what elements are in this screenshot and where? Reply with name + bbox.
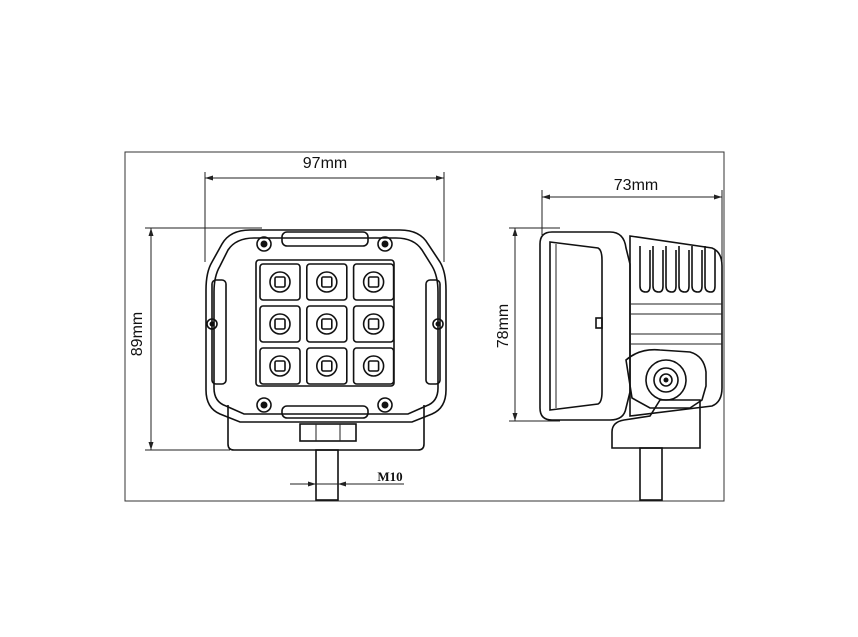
front-screw-bottom-left <box>256 397 272 413</box>
front-height-label: 89mm <box>129 312 146 356</box>
side-bezel <box>539 231 631 421</box>
front-screw-top-left <box>256 236 272 252</box>
drawing-frame <box>124 151 725 502</box>
front-screw-left <box>206 318 218 330</box>
front-screw-right <box>432 318 444 330</box>
side-depth-dimension: 73mm <box>541 177 723 262</box>
led-cell <box>259 263 301 301</box>
led-cell <box>305 305 348 343</box>
front-height-dimension: 89mm <box>129 227 262 451</box>
heatsink-fin <box>704 246 716 293</box>
led-cell <box>259 347 301 385</box>
led-cell <box>305 263 348 301</box>
led-cell <box>259 305 301 343</box>
led-cell <box>352 305 395 343</box>
heatsink-fin <box>691 246 703 293</box>
heatsink-fins <box>639 246 716 293</box>
front-screw-top-right <box>377 236 393 252</box>
led-cell <box>305 347 348 385</box>
front-screw-bottom-right <box>377 397 393 413</box>
side-view: 73mm 78mm <box>495 177 723 501</box>
front-lens <box>255 259 395 387</box>
front-width-dimension: 97mm <box>204 155 445 262</box>
heatsink-fin <box>665 246 677 293</box>
led-grid <box>259 263 395 385</box>
front-view: 97mm 89mm M10 <box>129 155 447 501</box>
led-cell <box>352 347 395 385</box>
thread-callout: M10 <box>290 469 404 487</box>
side-heatsink <box>629 235 723 417</box>
heatsink-fin <box>652 246 664 293</box>
front-housing-outer <box>205 229 447 423</box>
side-mount <box>611 348 707 501</box>
heatsink-fin <box>678 246 690 293</box>
heatsink-fin <box>639 246 651 293</box>
thread-label: M10 <box>377 469 402 484</box>
front-width-label: 97mm <box>303 155 347 172</box>
side-depth-label: 73mm <box>614 177 658 194</box>
side-height-label: 78mm <box>495 304 512 348</box>
front-bracket <box>227 405 425 501</box>
side-height-dimension: 78mm <box>495 227 560 422</box>
led-cell <box>352 263 395 301</box>
